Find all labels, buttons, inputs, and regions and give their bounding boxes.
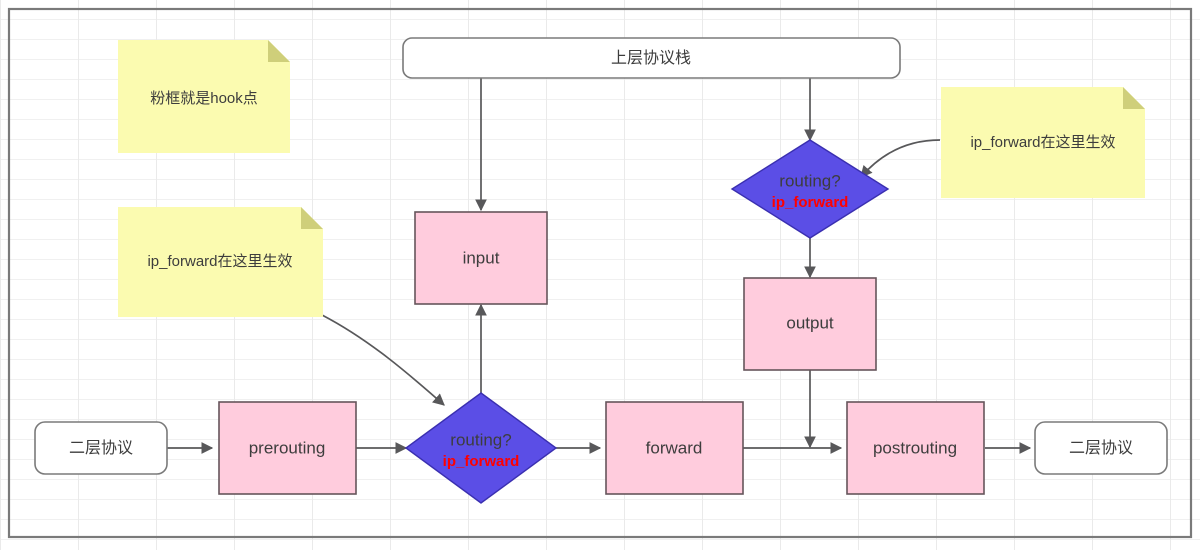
prerouting-box[interactable] — [218, 401, 357, 495]
postrouting-label: postrouting — [873, 438, 957, 457]
node-upper-protocol-stack[interactable]: 上层协议栈 — [402, 37, 901, 79]
note-hook: 粉框就是hook点 — [118, 40, 290, 153]
output-box[interactable] — [743, 277, 877, 371]
routing-high-diamond[interactable] — [730, 139, 890, 239]
node-prerouting[interactable]: prerouting — [218, 401, 357, 495]
node-postrouting[interactable]: postrouting — [846, 401, 985, 495]
input-label: input — [463, 248, 500, 267]
note-ipfwd-left-label: ip_forward在这里生效 — [147, 253, 292, 270]
note-ipfwd-right-fold-icon — [1123, 87, 1145, 109]
node-forward[interactable]: forward — [605, 401, 744, 495]
l2-in-label: 二层协议 — [69, 439, 133, 457]
note-hook-label: 粉框就是hook点 — [150, 90, 258, 107]
routing-low-sublabel: ip_forward — [443, 453, 520, 470]
edge-note-right-to-routing-high — [860, 139, 941, 178]
node-l2-out[interactable]: 二层协议 — [1034, 421, 1168, 475]
input-box[interactable] — [414, 211, 548, 305]
edge-note-left-to-routing-low — [321, 314, 445, 406]
routing-low-diamond[interactable] — [404, 392, 558, 504]
prerouting-label: prerouting — [249, 438, 326, 457]
note-hook-body — [118, 40, 290, 153]
node-routing-low[interactable]: routing? ip_forward — [404, 392, 558, 504]
node-routing-high[interactable]: routing? ip_forward — [730, 139, 890, 239]
l2-out-label: 二层协议 — [1069, 439, 1133, 457]
l2-in-box[interactable] — [34, 421, 168, 475]
note-ipfwd-right-label: ip_forward在这里生效 — [970, 134, 1115, 151]
upper-protocol-stack-label: 上层协议栈 — [611, 49, 691, 67]
routing-high-sublabel: ip_forward — [772, 194, 849, 211]
routing-high-label: routing? — [779, 171, 840, 190]
note-ipfwd-left-fold-icon — [301, 207, 323, 229]
node-input[interactable]: input — [414, 211, 548, 305]
output-label: output — [786, 313, 834, 332]
note-ipfwd-right: ip_forward在这里生效 — [941, 87, 1145, 198]
upper-protocol-stack-box[interactable] — [402, 37, 901, 79]
note-ipfwd-right-body — [941, 87, 1145, 198]
note-hook-fold-icon — [268, 40, 290, 62]
note-ipfwd-left-body — [118, 207, 323, 317]
routing-low-label: routing? — [450, 430, 511, 449]
postrouting-box[interactable] — [846, 401, 985, 495]
note-ipfwd-left: ip_forward在这里生效 — [118, 207, 323, 317]
forward-box[interactable] — [605, 401, 744, 495]
edges-layer — [167, 78, 1032, 454]
node-output[interactable]: output — [743, 277, 877, 371]
l2-out-box[interactable] — [1034, 421, 1168, 475]
diagram-frame — [7, 7, 1193, 539]
node-l2-in[interactable]: 二层协议 — [34, 421, 168, 475]
forward-label: forward — [646, 438, 703, 457]
